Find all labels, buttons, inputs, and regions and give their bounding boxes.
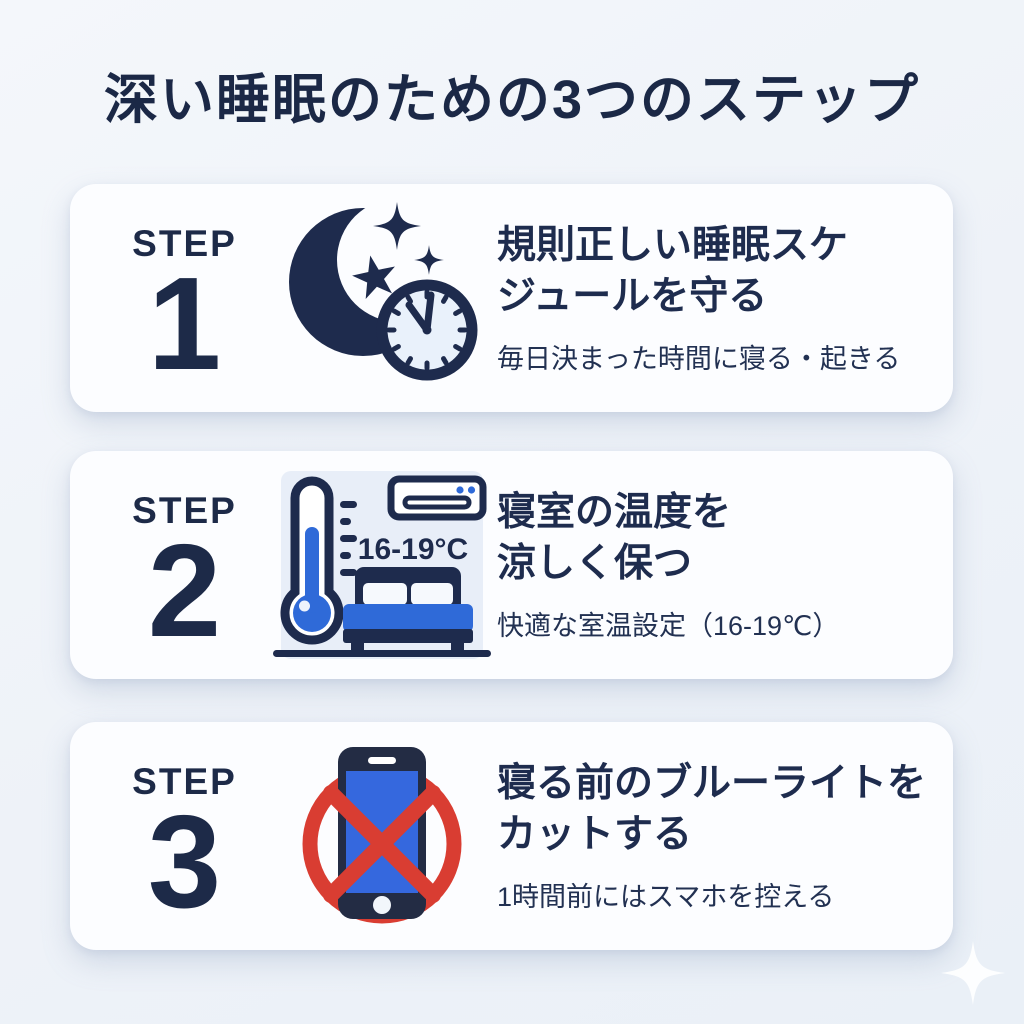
step3-icon-col [267,745,497,927]
step-badge: STEP 2 [102,490,267,665]
page-title: 深い睡眠のための3つのステップ [103,70,921,130]
step-subtitle: 1時間前にはスマホを控える [497,882,835,913]
sparkle-star-large [372,202,421,250]
step2-text-col: 寝室の温度を 涼しく保つ 快適な室温設定（16-19℃） [497,487,953,643]
step1-icon-col [267,198,497,398]
step-label: STEP [132,761,237,803]
prohibition-cross [323,785,441,903]
floor-line [273,650,491,657]
step-number: 1 [147,250,222,398]
step-number: 2 [147,517,222,665]
moon-stars-clock-icon [288,202,477,381]
step-heading-line2: 涼しく保つ [497,542,693,585]
stars-group [351,202,444,300]
bed-shape [343,567,473,653]
step-heading-line1: 寝室の温度を [497,490,732,534]
step-label: STEP [132,223,237,265]
sparkle-decoration-icon [941,941,1005,1005]
no-smartphone-icon [302,747,462,924]
step1-text-col: 規則正しい睡眠スケ ジュールを守る 毎日決まった時間に寝る・起きる [497,220,953,376]
step-heading-line2: カットする [497,813,693,856]
step-card-1: STEP 1 [70,184,953,412]
clock-ticks [386,289,467,371]
clock-shape [376,279,477,381]
five-point-star [351,255,395,300]
step-badge: STEP 1 [102,223,267,398]
step-label: STEP [132,490,237,532]
thermometer-scale-ticks [340,501,357,576]
step3-text-col: 寝る前のブルーライトを カットする 1時間前にはスマホを控える [497,758,953,914]
air-conditioner-shape [387,475,487,521]
step2-icon-col: 16-19°C [267,471,497,659]
clock-hands [405,291,434,334]
step-card-3: STEP 3 寝る前のブルーライトを カットする 1時間前には [70,722,953,950]
sparkle-star-small [413,245,444,275]
step-subtitle: 快適な室温設定（16-19℃） [497,611,840,642]
step-badge: STEP 3 [102,761,267,936]
step-heading-line1: 規則正しい睡眠スケ [497,223,849,267]
step-number: 3 [147,788,222,936]
step-card-2: STEP 2 16-19°C [70,451,953,679]
step-heading-line2: ジュールを守る [497,275,768,318]
temperature-range-label: 16-19°C [358,533,468,566]
bedroom-temperature-icon: 16-19°C [273,471,491,659]
thermometer-shape [280,476,344,645]
step-subtitle: 毎日決まった時間に寝る・起きる [497,344,901,375]
step-heading-line1: 寝る前のブルーライトを [497,761,927,805]
